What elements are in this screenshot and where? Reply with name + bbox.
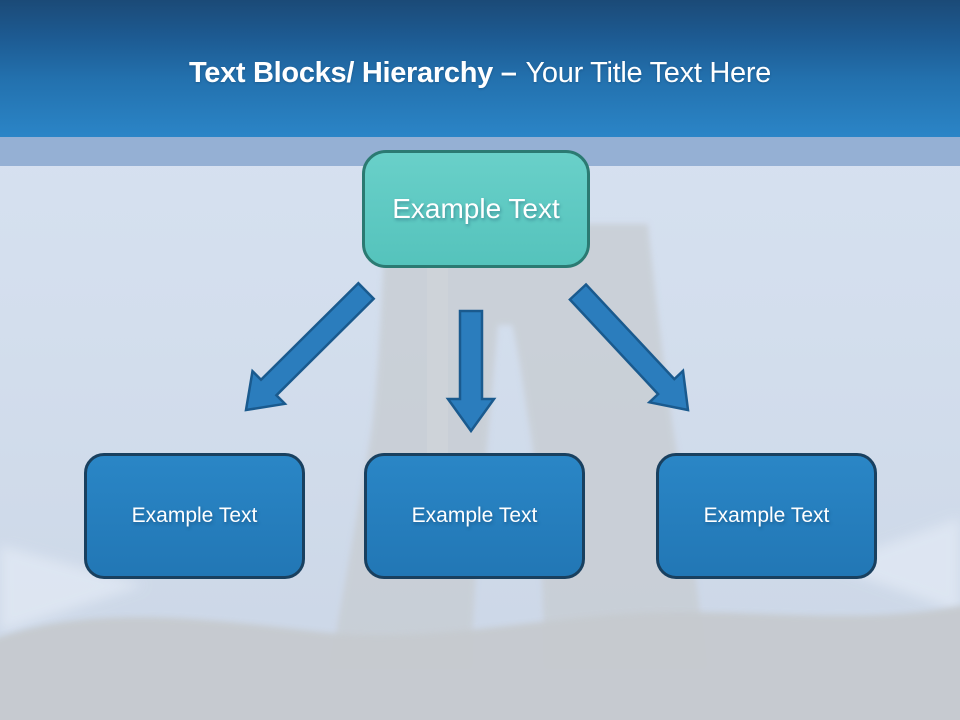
title-bar xyxy=(0,0,960,137)
child-node-3-label: Example Text xyxy=(703,504,830,527)
child-node-1[interactable]: Example Text xyxy=(84,453,305,579)
child-node-3[interactable]: Example Text xyxy=(656,453,877,579)
connector-arrow-center[interactable] xyxy=(445,309,497,434)
connector-arrow-left[interactable] xyxy=(244,281,376,412)
slide-title[interactable]: Text Blocks/ Hierarchy – Your Title Text… xyxy=(0,0,960,137)
slide-title-regular: Your Title Text Here xyxy=(525,57,772,89)
root-node[interactable]: Example Text xyxy=(362,150,590,268)
child-node-2-label: Example Text xyxy=(411,504,538,527)
connector-arrow-right[interactable] xyxy=(568,282,690,412)
child-node-2[interactable]: Example Text xyxy=(364,453,585,579)
root-node-label: Example Text xyxy=(392,193,560,224)
child-node-1-label: Example Text xyxy=(131,504,258,527)
slide-title-bold: Text Blocks/ Hierarchy – xyxy=(188,57,517,89)
